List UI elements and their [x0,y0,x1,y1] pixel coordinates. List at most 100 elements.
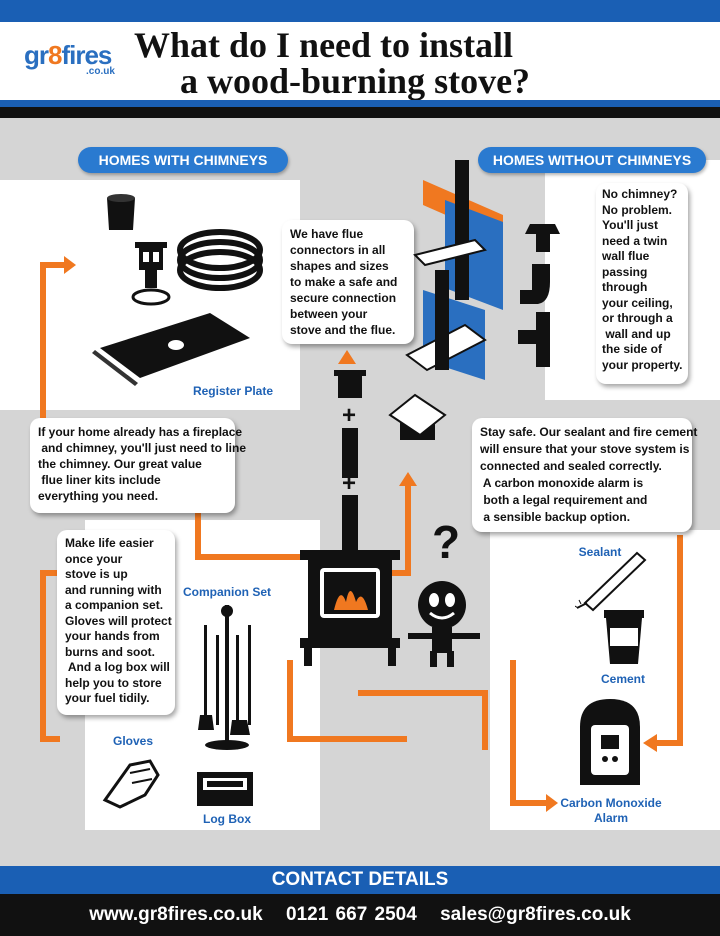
info-text-line: stove and the flue. [290,323,396,337]
info-text-line: will ensure that your stove system is [480,442,690,456]
arrow-head [338,350,356,364]
label-co-alarm-1: Carbon Monoxide [560,796,662,810]
info-text-line: And a log box will [65,660,170,674]
label-gloves: Gloves [112,734,154,748]
plus-sign: + [342,470,357,497]
arrow-line [378,570,411,576]
section-homes-with-chimneys: HOMES WITH CHIMNEYS [78,147,288,173]
header [0,22,720,100]
top-bar [0,0,720,22]
info-text-line: to make a safe and [290,275,398,289]
divider-blue [0,100,720,107]
arrow-head [643,734,657,752]
info-text-line: a sensible backup option. [480,510,631,524]
label-register-plate: Register Plate [192,384,274,398]
info-text-line: Stay safe. Our sealant and fire cement [480,425,698,439]
arrow-line [405,485,411,575]
arrow-line [195,554,305,560]
info-text-line: We have flue [290,227,364,241]
flue-fittings [518,224,560,367]
cowl-icon [131,242,171,306]
gr8fires-logo[interactable]: gr8fires .co.uk [24,38,134,82]
info-box-fireplace: If your home already has a fireplace and… [30,418,246,513]
info-text-line: through [602,280,648,294]
sealant-gun-icon [575,551,647,612]
info-text-line: You'll just [602,218,658,232]
footer-bar-blue [0,866,720,894]
arrow-line [287,736,407,742]
info-text-line: and chimney, you'll just need to line [38,441,246,455]
phone-number[interactable]: 0121 667 2504 [286,904,417,925]
info-text-line: or through a [602,311,673,325]
arrow-head [399,472,417,486]
info-text-line: between your [290,307,368,321]
question-mark: ? [432,516,461,568]
arrow-line [677,535,683,745]
contact-details-title: CONTACT DETAILS [271,869,449,890]
arrow-line [40,262,68,268]
info-box-safety: Stay safe. Our sealant and fire cement wi… [472,418,698,532]
info-text-line: stove is up [65,567,128,581]
info-text-line: the side of [602,342,663,356]
info-text-line: your hands from [65,629,160,643]
website-link[interactable]: www.gr8fires.co.uk [89,904,263,925]
info-text-line: flue liner kits include [38,473,161,487]
rain-cap-icon [525,224,560,252]
info-text-line: help you to store [65,675,162,690]
gloves-icon [102,759,160,809]
info-text-line: No chimney? [602,187,678,201]
plus-sign: + [342,402,357,429]
flue-pipe-icon [334,370,366,550]
page-title-line2: a wood-burning stove? [180,61,531,101]
info-text-line: your fuel tidily. [65,691,150,705]
info-text-line: wall and up [602,326,671,341]
logo-domain: .co.uk [86,66,115,77]
info-text-line: shapes and sizes [290,259,389,273]
flue-tee-icon [518,312,550,367]
arrow-head [546,794,558,812]
arrow-line [510,660,516,805]
info-text-line: your property. [602,357,683,372]
section-homes-without-chimneys: HOMES WITHOUT CHIMNEYS [478,147,706,173]
label-sealant: Sealant [578,545,622,559]
info-text-line: your ceiling, [602,295,673,310]
info-text-line: and running with [65,582,162,597]
contact-line: www.gr8fires.co.uk 0121 667 2504 sales@g… [0,896,720,934]
info-text-line: burns and soot. [65,644,155,659]
arrow-line [358,690,488,696]
arrow-head [64,256,76,274]
email-link[interactable]: sales@gr8fires.co.uk [440,904,631,925]
page-title-line1: What do I need to install [134,25,514,65]
info-text-line: wall flue [602,249,650,263]
divider-black [0,107,720,118]
arrow-line [510,800,550,806]
arrow-line [482,690,488,750]
chimney-products [107,194,263,306]
label-co-alarm-2: Alarm [593,811,628,825]
info-text-line: connected and sealed correctly. [480,459,662,473]
info-text-line: passing [602,264,648,279]
info-text-line: secure connection [290,291,397,305]
info-text-line: A carbon monoxide alarm is [480,476,644,490]
chimney-pot-icon [107,194,135,230]
info-text-line: a companion set. [65,598,164,612]
arrow-line [195,505,201,560]
info-text-line: If your home already has a fireplace [38,425,243,439]
arrow-line [40,262,46,422]
cement-tub-icon [604,610,644,664]
stove-icon [300,550,400,666]
footer-bar-black [0,894,720,936]
info-box-flue-connectors: We have flue connectors in all shapes and … [282,220,414,344]
info-text-line: need a twin [602,233,668,248]
logo-wordmark: gr8fires [24,40,112,70]
info-text-line: connectors in all [290,243,386,257]
label-companion-set: Companion Set [182,585,271,599]
info-text-line: Make life easier [65,536,154,550]
arrow-line [287,660,293,740]
info-text-line: No problem. [602,202,673,217]
co-alarm-icon [580,699,640,785]
label-log-box: Log Box [203,812,251,826]
info-text-line: everything you need. [38,489,159,503]
